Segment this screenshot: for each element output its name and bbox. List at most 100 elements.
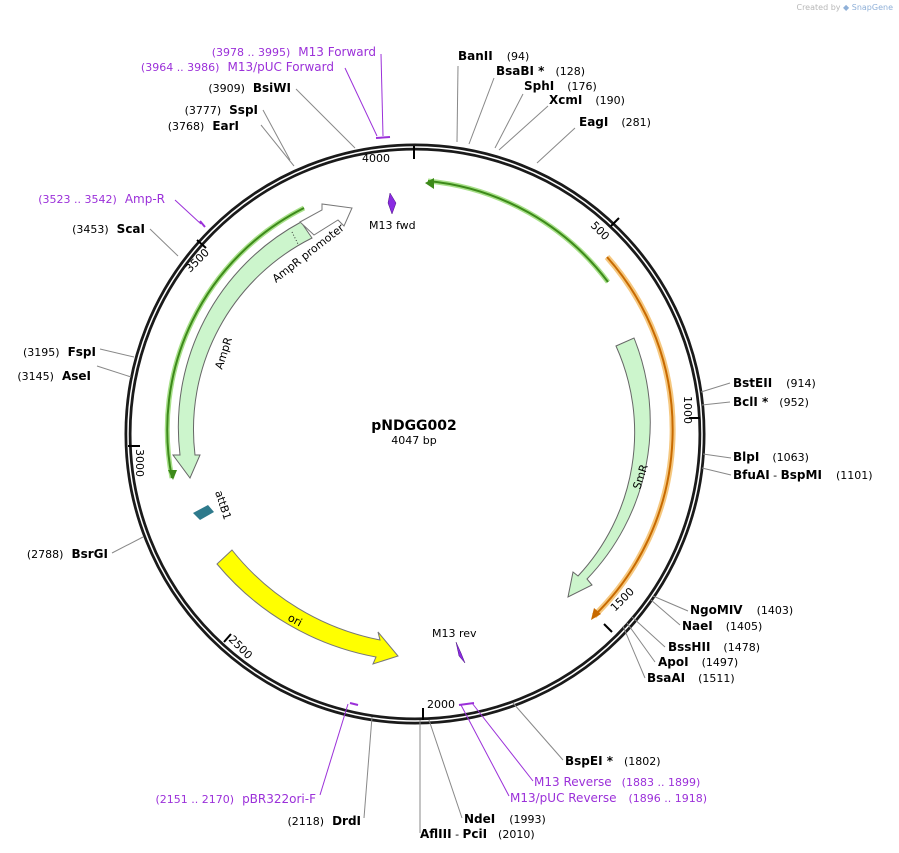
smr-arrow: [567, 337, 651, 598]
svg-text:NgoMIV(1403): NgoMIV(1403): [690, 603, 793, 617]
orange-arc-feature: [593, 256, 674, 617]
ampr-arrow: [172, 221, 313, 479]
enzyme-bcli-pos: (952): [779, 396, 809, 409]
primer-mark-m13-reverse: [458, 702, 475, 706]
ori-arrow: [216, 549, 399, 665]
tick-3500: [196, 239, 207, 249]
primer-amp-r-name: Amp-R: [125, 192, 165, 206]
tick-2500: [223, 633, 232, 643]
leader-fspi: [99, 348, 135, 358]
tick-label-4000: 4000: [362, 152, 390, 165]
plasmid-length: 4047 bp: [391, 434, 436, 447]
enzyme-sphi-pos: (176): [567, 80, 597, 93]
enzyme-sspi-pos: (3777): [185, 104, 222, 117]
svg-text:(2788)BsrGI: (2788)BsrGI: [27, 547, 108, 561]
enzyme-bfuai-name: BfuAI: [733, 468, 770, 482]
enzyme-bsteii-name: BstEII: [733, 376, 772, 390]
attb1-label: attB1: [212, 489, 234, 521]
enzyme-ngomiv-name: NgoMIV: [690, 603, 743, 617]
credit-brand: SnapGene: [851, 3, 893, 12]
enzyme-bsrgi-pos: (2788): [27, 548, 64, 561]
leader-eagi: [536, 127, 576, 164]
credit-prefix: Created by: [796, 3, 841, 12]
m13-rev-label: M13 rev: [432, 627, 477, 640]
top-arc-arrowhead: [425, 178, 434, 189]
enzyme-bsshii-name: BssHII: [668, 640, 710, 654]
primer-mark-pbr322ori: [349, 702, 359, 706]
svg-text:(3453)ScaI: (3453)ScaI: [72, 222, 145, 236]
svg-text:BsaBI *(128): BsaBI * (128): [496, 64, 585, 78]
leader-drdi: [363, 716, 373, 819]
leader-naei: [650, 599, 681, 626]
leader-pbr322ori-f: [319, 703, 349, 796]
tick-label-1000: 1000: [681, 396, 694, 424]
leader-bsabi: [468, 77, 495, 145]
leader-bsteii: [700, 382, 731, 393]
tick-1500: [603, 623, 613, 633]
enzyme-afliii-sep: -: [452, 828, 463, 841]
svg-text:BssHII(1478): BssHII (1478): [668, 640, 760, 654]
enzyme-bsabi-name: BsaBI *: [496, 64, 545, 78]
enzyme-bsteii-pos: (914): [786, 377, 816, 390]
tick-label-3000: 3000: [133, 449, 146, 477]
enzyme-bsiwi-pos: (3909): [208, 82, 245, 95]
leader-bsiwi: [295, 88, 356, 149]
ori-label: ori: [286, 611, 305, 629]
leader-m13-puc-reverse: [460, 704, 510, 797]
enzyme-bspei-pos: (1802): [624, 755, 661, 768]
svg-text:BspEI *(1802): BspEI *(1802): [565, 754, 661, 768]
orange-arc-halo: [591, 255, 676, 619]
svg-text:(3777)SspI: (3777) SspI: [185, 103, 258, 117]
enzyme-naei-name: NaeI: [682, 619, 713, 633]
enzyme-bsaai-pos: (1511): [698, 672, 735, 685]
left-arc-arrowhead: [168, 470, 177, 480]
enzyme-blpi-pos: (1063): [772, 451, 809, 464]
svg-text:BsaAI(1511): BsaAI (1511): [647, 671, 735, 685]
enzyme-bfuai-sep: -: [770, 469, 781, 482]
enzyme-banii-name: BanII: [458, 49, 493, 63]
snapgene-credit: Created by ◆ SnapGene: [796, 3, 893, 12]
leader-ngomiv: [652, 595, 689, 612]
m13-rev-marker: [455, 641, 466, 664]
leader-bfuai: [701, 467, 732, 476]
tick-500: [610, 217, 620, 227]
enzyme-bsabi-pos: (128): [555, 65, 585, 78]
enzyme-asei-name: AseI: [62, 369, 91, 383]
leader-m13-reverse: [471, 702, 534, 782]
m13-fwd-marker: [387, 192, 397, 215]
ampr-label: AmpR: [212, 335, 235, 371]
svg-text:M13/pUC Reverse(1896 .. 1918): M13/pUC Reverse(1896 .. 1918): [510, 791, 707, 805]
plasmid-name: pNDGG002: [371, 418, 457, 434]
enzyme-apoi-pos: (1497): [702, 656, 739, 669]
enzyme-xcmi-name: XcmI: [549, 93, 582, 107]
primer-m13-forward-range: (3978 .. 3995): [212, 46, 291, 59]
enzyme-drdi-name: DrdI: [332, 814, 361, 828]
left-arc-feature: [166, 207, 305, 479]
enzyme-sspi-name: SspI: [229, 103, 258, 117]
svg-text:(3978 .. 3995)M13 Forward: (3978 .. 3995)M13 Forward: [212, 45, 376, 59]
leader-sspi: [262, 109, 291, 161]
enzyme-sphi-name: SphI: [524, 79, 554, 93]
svg-text:(2118)DrdI: (2118)DrdI: [287, 814, 361, 828]
enzyme-bsaai-name: BsaAI: [647, 671, 685, 685]
enzyme-labels-left: (3909)BsiWI (3777)SspI (3768)EarI (3453)…: [17, 81, 361, 828]
primer-m13-puc-forward-range: (3964 .. 3986): [141, 61, 220, 74]
primer-pbr322ori-f-range: (2151 .. 2170): [156, 793, 235, 806]
promoter-dots: [291, 231, 299, 245]
svg-text:SphI(176): SphI (176): [524, 79, 597, 93]
enzyme-eagi-name: EagI: [579, 115, 608, 129]
enzyme-eagi-pos: (281): [621, 116, 651, 129]
enzyme-scai-pos: (3453): [72, 223, 109, 236]
leader-asei: [96, 365, 132, 378]
enzyme-bsshii-pos: (1478): [723, 641, 760, 654]
enzyme-banii-pos: (94): [507, 50, 530, 63]
svg-text:BanII(94): BanII (94): [458, 49, 529, 63]
leader-xcmi: [498, 105, 549, 151]
enzyme-afliii-name: AflIII: [420, 827, 452, 841]
enzyme-bfuai-pos: (1101): [836, 469, 873, 482]
primer-amp-r-range: (3523 .. 3542): [38, 193, 117, 206]
enzyme-eari-name: EarI: [212, 119, 239, 133]
leader-sphi: [494, 93, 524, 149]
leader-bsrgi: [111, 536, 144, 554]
